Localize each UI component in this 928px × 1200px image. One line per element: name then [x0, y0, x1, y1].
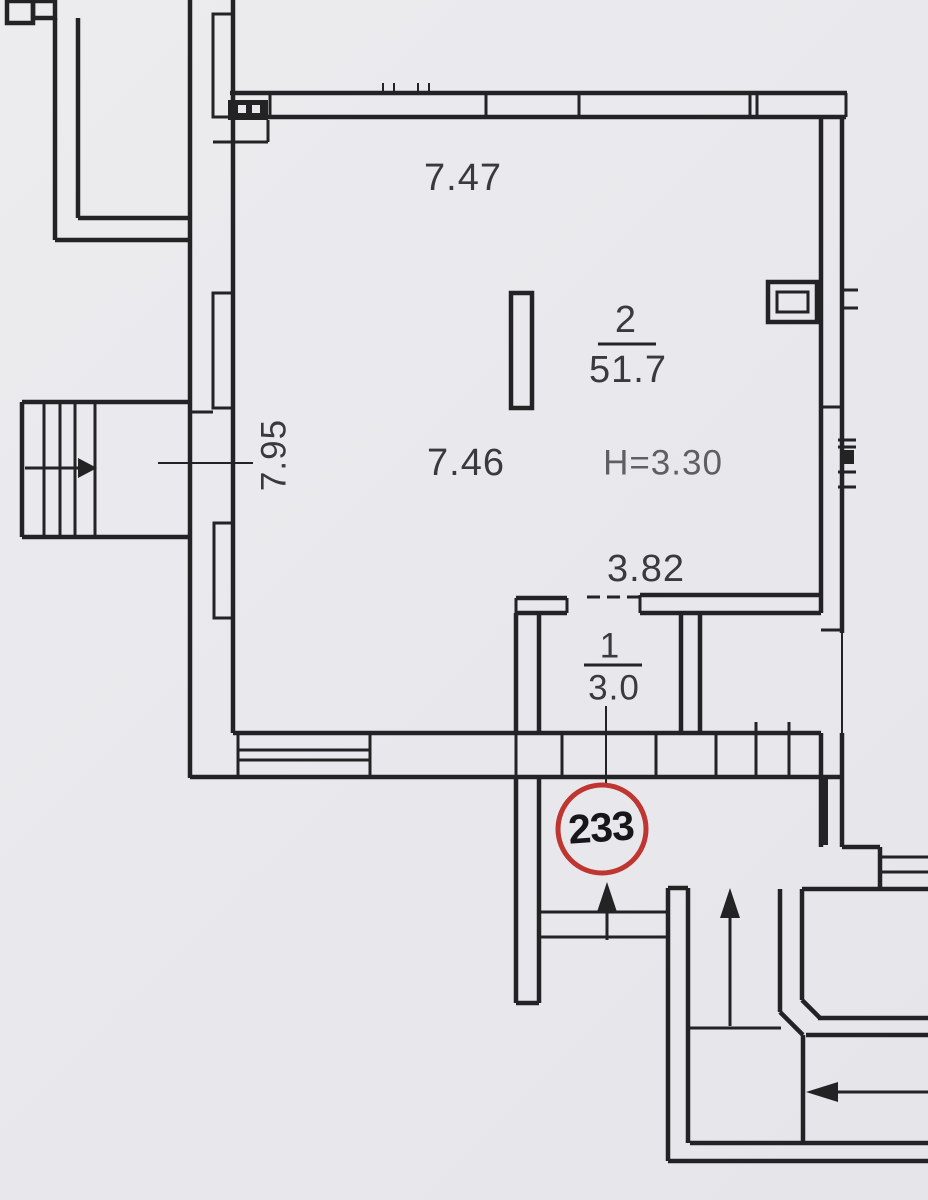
dim-top-width: 7.47 [424, 157, 502, 199]
entry-arrow-up-icon [720, 888, 740, 1026]
right-exterior-wall [765, 117, 928, 892]
entrance-block [513, 777, 928, 1164]
ceiling-height: H=3.30 [603, 443, 723, 483]
room1-number: 1 [599, 626, 621, 666]
window [211, 12, 235, 119]
top-exterior-wall [213, 83, 848, 144]
window [212, 521, 235, 620]
label-lines [584, 342, 656, 786]
entry-arrow-left-icon [806, 1082, 928, 1102]
dim-left-depth: 7.95 [254, 418, 294, 492]
dim-bottom-width: 7.46 [427, 442, 505, 484]
room2-area: 51.7 [589, 349, 667, 391]
room2-number: 2 [614, 299, 638, 341]
left-exterior-wall [187, 0, 236, 778]
window [211, 291, 235, 410]
unit-number: 233 [566, 802, 636, 853]
upper-left-wall [4, 0, 190, 243]
wall-junction-block [213, 100, 270, 144]
column [508, 290, 535, 411]
dim-opening-width: 3.82 [607, 548, 685, 590]
radiator-marks [838, 438, 856, 489]
unit-number-circle [555, 782, 649, 876]
window [236, 733, 372, 777]
vent-shaft [765, 279, 820, 325]
room1-area: 3.0 [588, 668, 640, 708]
hall-partitions [513, 592, 821, 733]
stairs [19, 399, 190, 540]
entry-arrow-up-icon [597, 882, 617, 940]
stairs-walk-arrow-icon [25, 458, 97, 478]
